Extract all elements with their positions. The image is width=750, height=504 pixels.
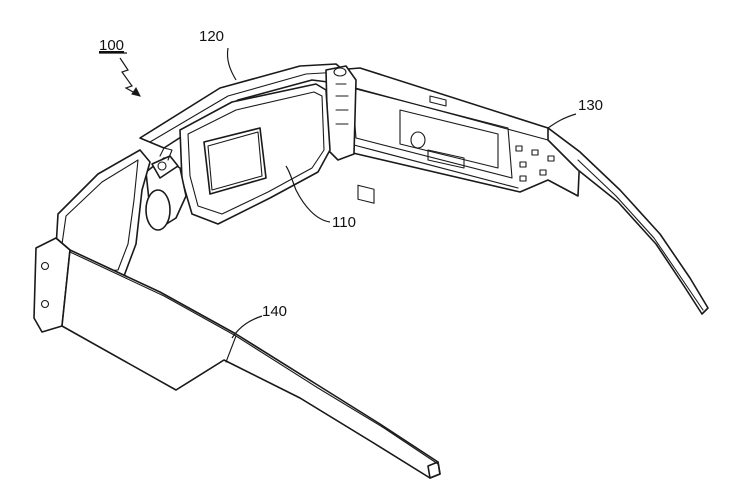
left-temple-arm <box>33 237 441 479</box>
label-right-temple: 130 <box>578 97 603 114</box>
label-left-temple: 140 <box>262 303 287 320</box>
label-display: 110 <box>332 214 356 231</box>
leader-lines <box>226 47 577 339</box>
label-frame: 120 <box>199 28 224 45</box>
label-device: 100 <box>99 37 124 54</box>
display-panel <box>203 127 267 195</box>
nose-pads <box>145 147 187 231</box>
right-temple-arm <box>335 67 709 315</box>
device-arrow <box>119 57 141 97</box>
frame-front <box>139 63 357 225</box>
reference-labels: 100 120 110 130 140 <box>99 28 603 320</box>
